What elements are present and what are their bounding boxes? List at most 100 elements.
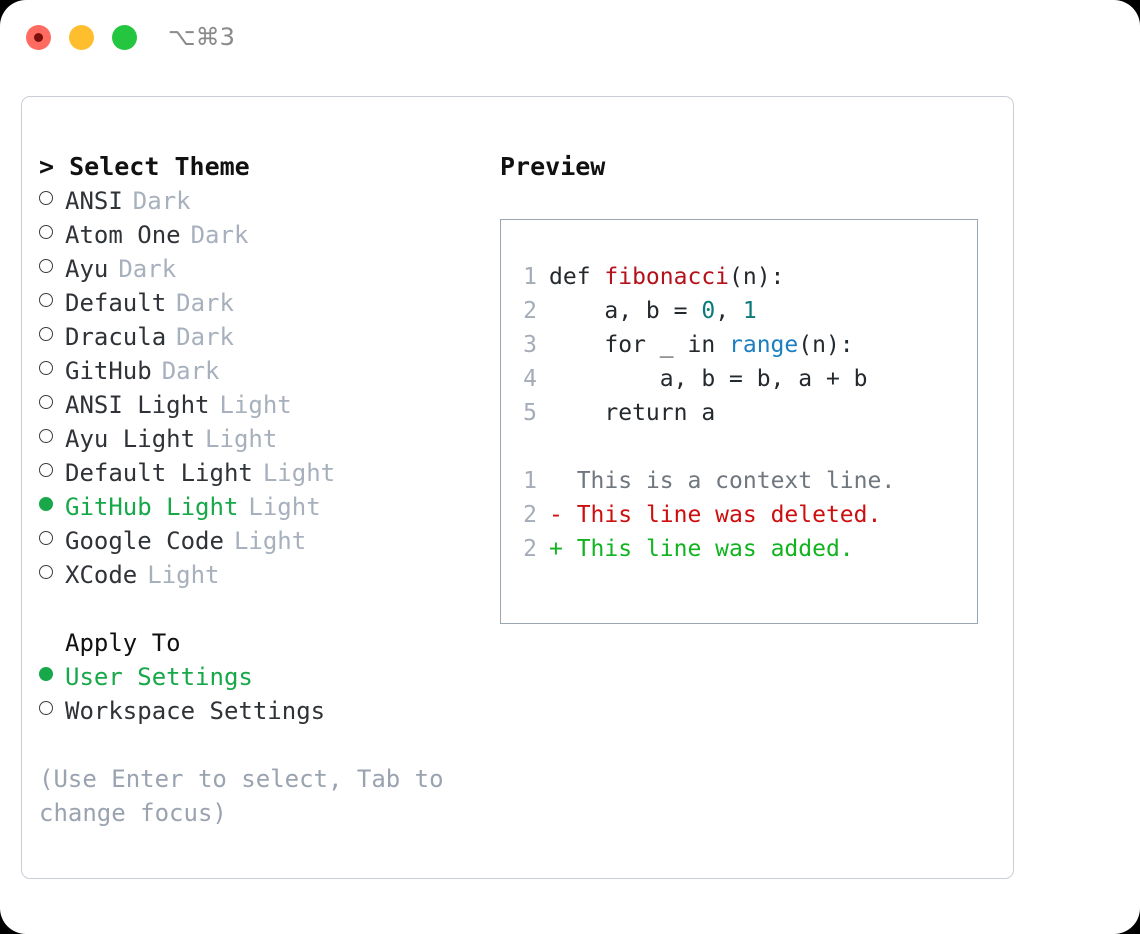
diff-line-added: 2 + This line was added. bbox=[515, 532, 971, 566]
radio-unselected-icon[interactable] bbox=[39, 361, 53, 375]
theme-option-dracula[interactable]: Dracula Dark bbox=[39, 320, 489, 354]
theme-option-label: ANSI Light bbox=[65, 391, 210, 419]
diff-line-text: This line was deleted. bbox=[562, 502, 882, 528]
apply-to-option-user-settings[interactable]: User Settings bbox=[39, 660, 489, 694]
radio-selected-icon[interactable] bbox=[39, 497, 53, 511]
code-line-number: 4 bbox=[523, 366, 537, 392]
theme-option-label: Atom One bbox=[65, 221, 181, 249]
radio-unselected-icon[interactable] bbox=[39, 429, 53, 443]
theme-option-label: GitHub bbox=[65, 357, 152, 385]
code-token-plain: for _ in bbox=[549, 332, 730, 358]
theme-option-label: Ayu bbox=[65, 255, 109, 283]
theme-variant-tag: Light bbox=[262, 459, 336, 487]
code-line: 4 a, b = b, a + b bbox=[515, 362, 971, 396]
code-line-content: def fibonacci(n): bbox=[549, 260, 784, 294]
theme-option-github-light[interactable]: GitHub Light Light bbox=[39, 490, 489, 524]
code-token-plain: def bbox=[549, 264, 605, 290]
apply-to-option-label: User Settings bbox=[65, 663, 253, 691]
code-token-plain: (n): bbox=[729, 264, 785, 290]
radio-unselected-icon[interactable] bbox=[39, 259, 53, 273]
diff-marker: + bbox=[549, 536, 563, 562]
theme-option-label: Google Code bbox=[65, 527, 224, 555]
code-line-number: 1 bbox=[523, 264, 537, 290]
apply-to-option-workspace-settings[interactable]: Workspace Settings bbox=[39, 694, 489, 728]
theme-option-atom-one[interactable]: Atom One Dark bbox=[39, 218, 489, 252]
code-line-number: 2 bbox=[523, 298, 537, 324]
code-token-num: 1 bbox=[742, 298, 757, 324]
theme-variant-tag: Light bbox=[248, 493, 321, 521]
theme-variant-tag: Light bbox=[233, 527, 307, 555]
apply-to-heading: Apply To bbox=[65, 629, 181, 657]
radio-selected-icon[interactable] bbox=[39, 667, 53, 681]
code-line-content: for _ in range(n): bbox=[549, 328, 854, 362]
theme-variant-tag: Dark bbox=[176, 323, 234, 351]
theme-option-label: Dracula bbox=[65, 323, 167, 351]
radio-unselected-icon[interactable] bbox=[39, 327, 53, 341]
radio-unselected-icon[interactable] bbox=[39, 395, 53, 409]
code-token-plain: , bbox=[715, 298, 743, 324]
code-token-call: range bbox=[729, 332, 799, 358]
theme-variant-tag: Light bbox=[147, 561, 220, 589]
diff-line-number: 2 bbox=[523, 536, 537, 562]
theme-option-ansi-light[interactable]: ANSI Light Light bbox=[39, 388, 489, 422]
theme-option-ayu[interactable]: Ayu Dark bbox=[39, 252, 489, 286]
theme-option-label: Default bbox=[65, 289, 167, 317]
code-line: 3 for _ in range(n): bbox=[515, 328, 971, 362]
radio-unselected-icon[interactable] bbox=[39, 225, 53, 239]
radio-unselected-icon[interactable] bbox=[39, 293, 53, 307]
theme-variant-tag: Light bbox=[205, 425, 278, 453]
code-token-plain: (n): bbox=[798, 332, 854, 358]
theme-variant-tag: Dark bbox=[118, 255, 177, 283]
code-token-num: 0 bbox=[701, 298, 716, 324]
maximize-button-icon[interactable] bbox=[112, 25, 137, 50]
diff-line-text: This line was added. bbox=[562, 536, 854, 562]
theme-variant-tag: Light bbox=[219, 391, 292, 419]
diff-line-number: 1 bbox=[523, 468, 537, 494]
code-line-content: return a bbox=[549, 396, 715, 430]
theme-option-label: ANSI bbox=[65, 187, 123, 215]
keyboard-hint: (Use Enter to select, Tab to change focu… bbox=[39, 765, 444, 827]
theme-option-ansi[interactable]: ANSI Dark bbox=[39, 184, 489, 218]
code-line-number: 3 bbox=[523, 332, 537, 358]
code-line: 1 def fibonacci(n): bbox=[515, 260, 971, 294]
radio-unselected-icon[interactable] bbox=[39, 531, 53, 545]
theme-variant-tag: Dark bbox=[132, 187, 191, 215]
radio-unselected-icon[interactable] bbox=[39, 191, 53, 205]
code-line-number: 5 bbox=[523, 400, 537, 426]
code-token-plain: return a bbox=[549, 400, 716, 426]
close-button-icon[interactable] bbox=[26, 25, 51, 50]
apply-to-option-label: Workspace Settings bbox=[65, 697, 326, 725]
diff-marker bbox=[549, 464, 563, 498]
hint-spacer bbox=[39, 728, 489, 762]
diff-line-deleted: 2- This line was deleted. bbox=[515, 498, 971, 532]
diff-lines: 1 This is a context line.2- This line wa… bbox=[515, 464, 971, 566]
minimize-button-icon[interactable] bbox=[69, 25, 94, 50]
preview-heading: Preview bbox=[500, 152, 606, 181]
code-token-plain: a, b = bbox=[549, 298, 702, 324]
theme-option-google-code[interactable]: Google Code Light bbox=[39, 524, 489, 558]
radio-unselected-icon[interactable] bbox=[39, 565, 53, 579]
diff-marker: - bbox=[549, 502, 563, 528]
diff-line-context: 1 This is a context line. bbox=[515, 464, 971, 498]
code-line-content: a, b = b, a + b bbox=[549, 362, 868, 396]
radio-unselected-icon[interactable] bbox=[39, 463, 53, 477]
diff-line-text: This is a context line. bbox=[562, 468, 896, 494]
code-line: 2 a, b = 0, 1 bbox=[515, 294, 971, 328]
theme-option-label: GitHub Light bbox=[65, 493, 239, 521]
theme-variant-tag: Dark bbox=[190, 221, 249, 249]
radio-unselected-icon[interactable] bbox=[39, 701, 53, 715]
code-token-fn: fibonacci bbox=[604, 264, 730, 290]
